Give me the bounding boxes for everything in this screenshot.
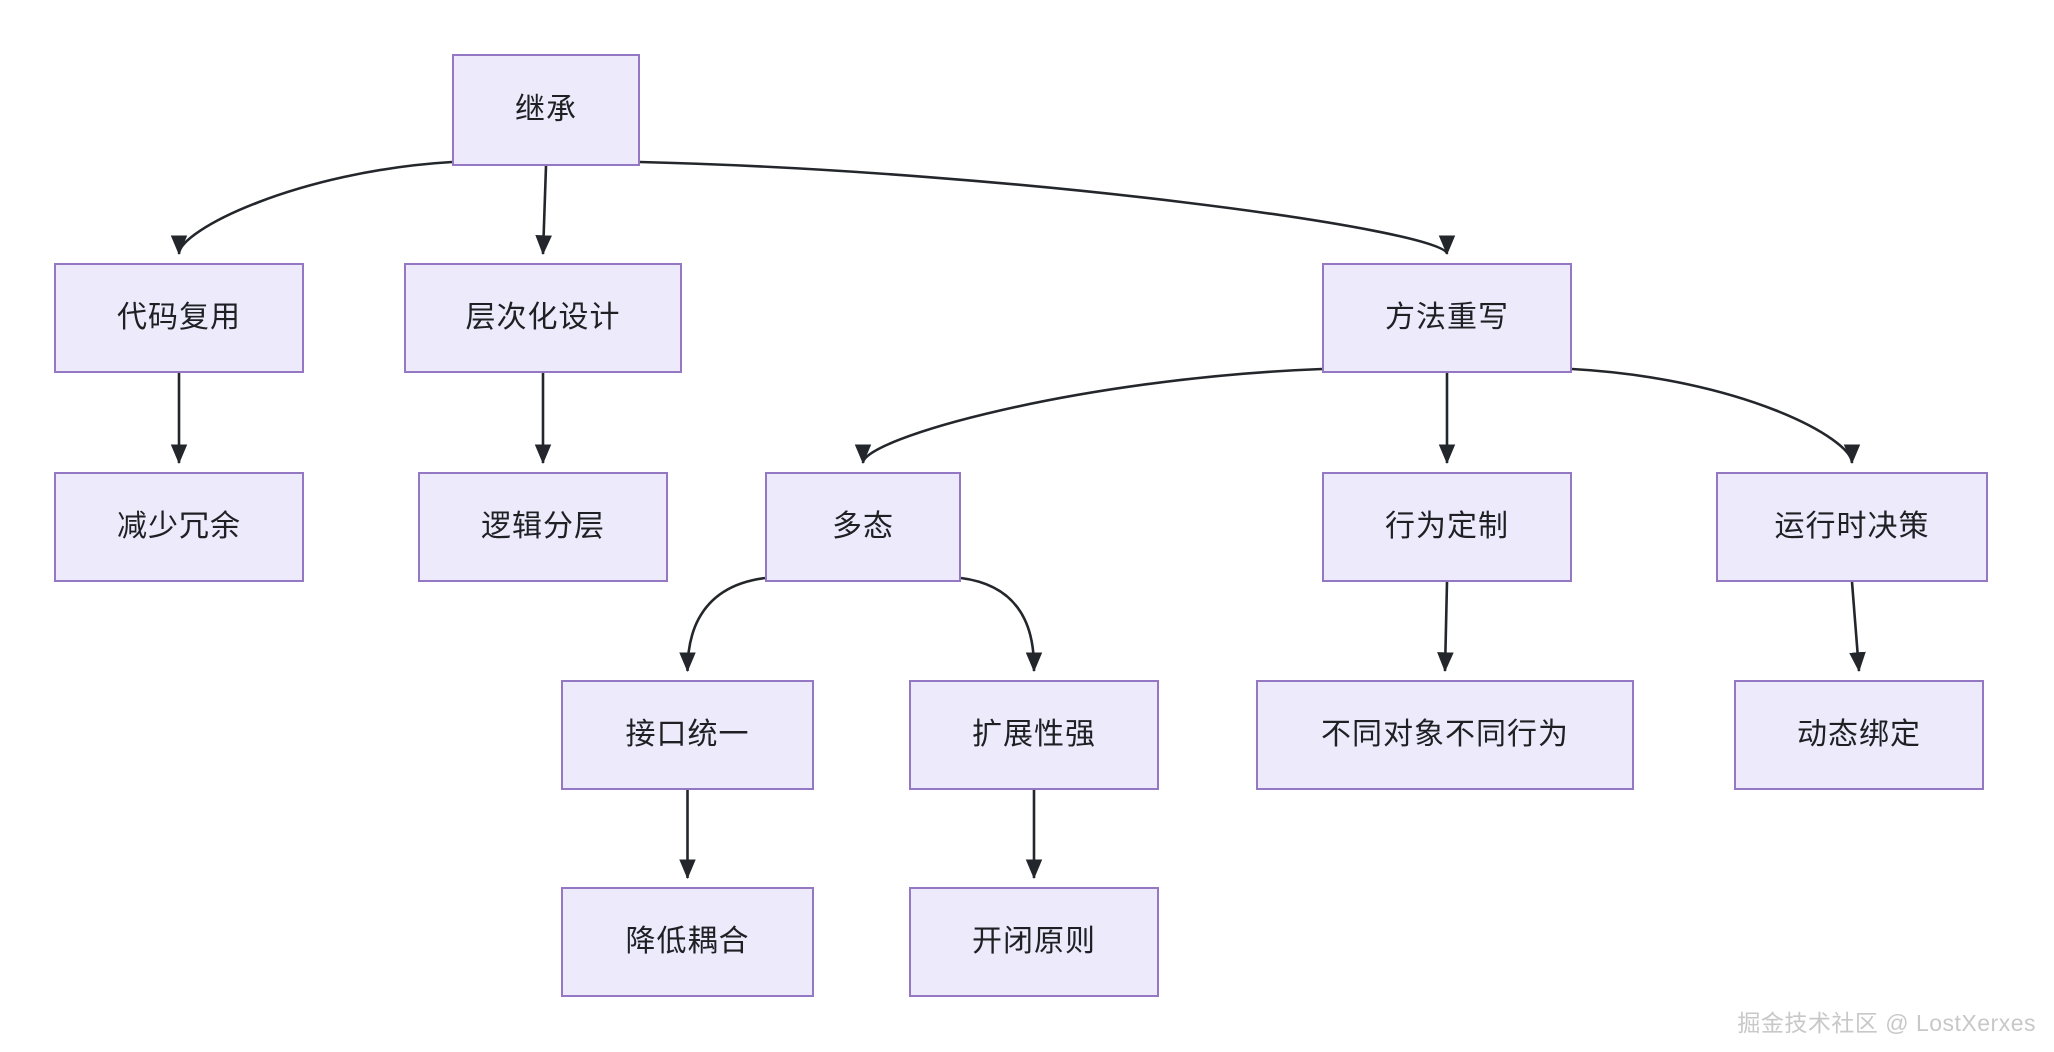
node-diffobj[interactable]: 不同对象不同行为 — [1256, 680, 1634, 790]
node-polymorph[interactable]: 多态 — [765, 472, 961, 582]
node-decouple[interactable]: 降低耦合 — [561, 887, 814, 997]
watermark: 掘金技术社区 @ LostXerxes — [1737, 1010, 2036, 1036]
node-label: 代码复用 — [117, 301, 241, 334]
node-label: 接口统一 — [625, 718, 750, 751]
node-layered[interactable]: 层次化设计 — [404, 263, 682, 373]
edge-runtime-to-dynbind — [1849, 581, 1866, 673]
edge-override-to-polymorph — [854, 367, 1323, 465]
node-label: 不同对象不同行为 — [1321, 718, 1569, 751]
edge-override-to-runtime — [1571, 367, 1861, 465]
node-root[interactable]: 继承 — [452, 54, 640, 166]
node-runtime[interactable]: 运行时决策 — [1716, 472, 1988, 582]
node-override[interactable]: 方法重写 — [1322, 263, 1572, 373]
node-logiclayer[interactable]: 逻辑分层 — [418, 472, 668, 582]
node-extend[interactable]: 扩展性强 — [909, 680, 1159, 790]
node-behavior[interactable]: 行为定制 — [1322, 472, 1572, 582]
node-label: 多态 — [832, 510, 894, 543]
node-label: 减少冗余 — [117, 510, 241, 543]
edge-root-to-layered — [535, 165, 552, 256]
node-iface[interactable]: 接口统一 — [561, 680, 814, 790]
node-label: 开闭原则 — [972, 925, 1096, 958]
edge-root-to-reuse — [170, 160, 453, 256]
node-lessdup[interactable]: 减少冗余 — [54, 472, 304, 582]
node-label: 层次化设计 — [465, 301, 621, 334]
edge-root-to-override — [639, 160, 1455, 256]
node-label: 扩展性强 — [972, 718, 1096, 751]
node-label: 方法重写 — [1385, 301, 1509, 334]
node-label: 逻辑分层 — [481, 510, 605, 543]
node-dynbind[interactable]: 动态绑定 — [1734, 680, 1984, 790]
node-openclosed[interactable]: 开闭原则 — [909, 887, 1159, 997]
node-label: 运行时决策 — [1774, 510, 1930, 543]
node-label: 继承 — [515, 93, 577, 126]
edge-polymorph-to-iface — [679, 576, 766, 673]
node-reuse[interactable]: 代码复用 — [54, 263, 304, 373]
node-label: 降低耦合 — [625, 925, 750, 958]
edge-behavior-to-diffobj — [1437, 581, 1454, 673]
node-label: 行为定制 — [1385, 510, 1509, 543]
node-label: 动态绑定 — [1797, 718, 1921, 751]
edge-polymorph-to-extend — [960, 576, 1043, 673]
